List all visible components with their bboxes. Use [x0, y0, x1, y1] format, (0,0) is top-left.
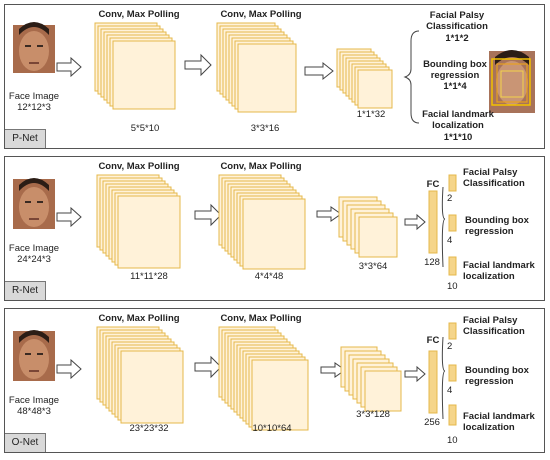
out3-bar: [448, 256, 457, 276]
rnet-diagram: [13, 174, 457, 276]
out3-label: Facial landmark localization: [463, 411, 535, 433]
out2-size: 4: [447, 385, 453, 396]
arrow-icon: [56, 358, 82, 380]
face-size: 12*12*3: [17, 102, 51, 113]
out2-bar: [448, 214, 457, 232]
face-label: Face Image: [8, 395, 60, 406]
output-brace: [441, 336, 446, 420]
conv3-stack: [338, 196, 398, 258]
face-photo: [13, 22, 55, 73]
onet-tag: O-Net: [5, 433, 46, 452]
feature-map-layer: [358, 216, 398, 258]
out1-label: Facial Palsy Classification: [426, 10, 488, 32]
face-label: Face Image: [8, 91, 60, 102]
out3-size: 1*1*10: [443, 132, 473, 143]
conv1-stack: [96, 326, 184, 424]
out2-size: 1*1*4: [443, 81, 467, 92]
onet-panel: Face Image 48*48*3 Conv, Max Polling 23*…: [4, 308, 545, 453]
feature-map-layer: [251, 359, 309, 431]
out1-label: Facial Palsy Classification: [463, 167, 525, 189]
conv1-size: 11*11*28: [130, 271, 168, 282]
face-size: 24*24*3: [17, 254, 51, 265]
detection-photo: [489, 50, 535, 113]
pnet-diagram: [13, 22, 535, 124]
out1-bar: [448, 174, 457, 192]
feature-map-layer: [357, 69, 393, 109]
arrow-icon: [56, 206, 82, 228]
face-size: 48*48*3: [17, 406, 51, 417]
feature-map-layer: [117, 195, 181, 269]
out1-size: 2: [447, 341, 453, 352]
pnet-tag: P-Net: [5, 129, 46, 148]
conv1-title: Conv, Max Polling: [98, 161, 180, 172]
feature-map-layer: [242, 198, 306, 270]
conv2-size: 3*3*16: [250, 123, 280, 134]
out1-bar: [448, 322, 457, 340]
conv1-title: Conv, Max Polling: [98, 313, 180, 324]
fc-label: FC: [426, 335, 440, 346]
fc-label: FC: [426, 179, 440, 190]
feature-map-layer: [112, 40, 176, 110]
output-brace: [441, 186, 446, 268]
conv2-stack: [218, 326, 309, 431]
arrow-icon: [320, 362, 346, 378]
output-brace: [403, 30, 420, 124]
conv1-stack: [94, 22, 176, 110]
arrow-icon: [194, 355, 222, 379]
face-photo: [13, 330, 55, 381]
fc-layer: [428, 350, 438, 414]
conv2-title: Conv, Max Polling: [220, 9, 302, 20]
conv1-size: 23*23*32: [129, 423, 169, 434]
conv3-stack: [340, 346, 402, 412]
out1-size: 1*1*2: [445, 33, 469, 44]
conv1-stack: [96, 174, 181, 269]
conv3-size: 3*3*128: [356, 409, 390, 420]
conv3-size: 3*3*64: [358, 261, 388, 272]
feature-map-layer: [120, 350, 184, 424]
conv3-stack: [336, 48, 393, 109]
conv2-size: 10*10*64: [252, 423, 292, 434]
conv2-title: Conv, Max Polling: [220, 313, 302, 324]
out3-bar: [448, 404, 457, 426]
conv1-title: Conv, Max Polling: [98, 9, 180, 20]
out3-size: 10: [447, 435, 458, 446]
arrow-icon: [404, 365, 426, 383]
feature-map-layer: [237, 43, 297, 113]
out1-size: 2: [447, 193, 453, 204]
out2-label: Bounding box regression: [465, 365, 529, 387]
rnet-tag: R-Net: [5, 281, 46, 300]
pnet-panel: Face Image 12*12*3 Conv, Max Polling 5*5…: [4, 4, 545, 149]
rnet-panel: Face Image 24*24*3 Conv, Max Polling 11*…: [4, 156, 545, 301]
conv2-size: 4*4*48: [254, 271, 284, 282]
fc-size: 256: [424, 417, 440, 428]
out1-label: Facial Palsy Classification: [463, 315, 525, 337]
conv2-stack: [218, 174, 306, 270]
onet-diagram: [13, 322, 457, 431]
fc-layer: [428, 190, 438, 254]
arrow-icon: [56, 56, 82, 78]
face-label: Face Image: [8, 243, 60, 254]
conv2-title: Conv, Max Polling: [220, 161, 302, 172]
feature-map-layer: [364, 370, 402, 412]
out3-size: 10: [447, 281, 458, 292]
conv1-size: 5*5*10: [130, 123, 160, 134]
out3-label: Facial landmark localization: [463, 260, 535, 282]
arrow-icon: [316, 206, 342, 222]
arrow-icon: [304, 61, 334, 81]
fc-size: 128: [424, 257, 440, 268]
arrow-icon: [194, 203, 222, 227]
out2-bar: [448, 364, 457, 382]
out3-label: Facial landmark localization: [422, 109, 494, 131]
out2-label: Bounding box regression: [423, 59, 487, 81]
out2-label: Bounding box regression: [465, 215, 529, 237]
face-photo: [13, 178, 55, 229]
arrow-icon: [404, 213, 426, 231]
conv3-size: 1*1*32: [356, 109, 386, 120]
out2-size: 4: [447, 235, 453, 246]
arrow-icon: [184, 53, 212, 77]
conv2-stack: [216, 22, 297, 113]
